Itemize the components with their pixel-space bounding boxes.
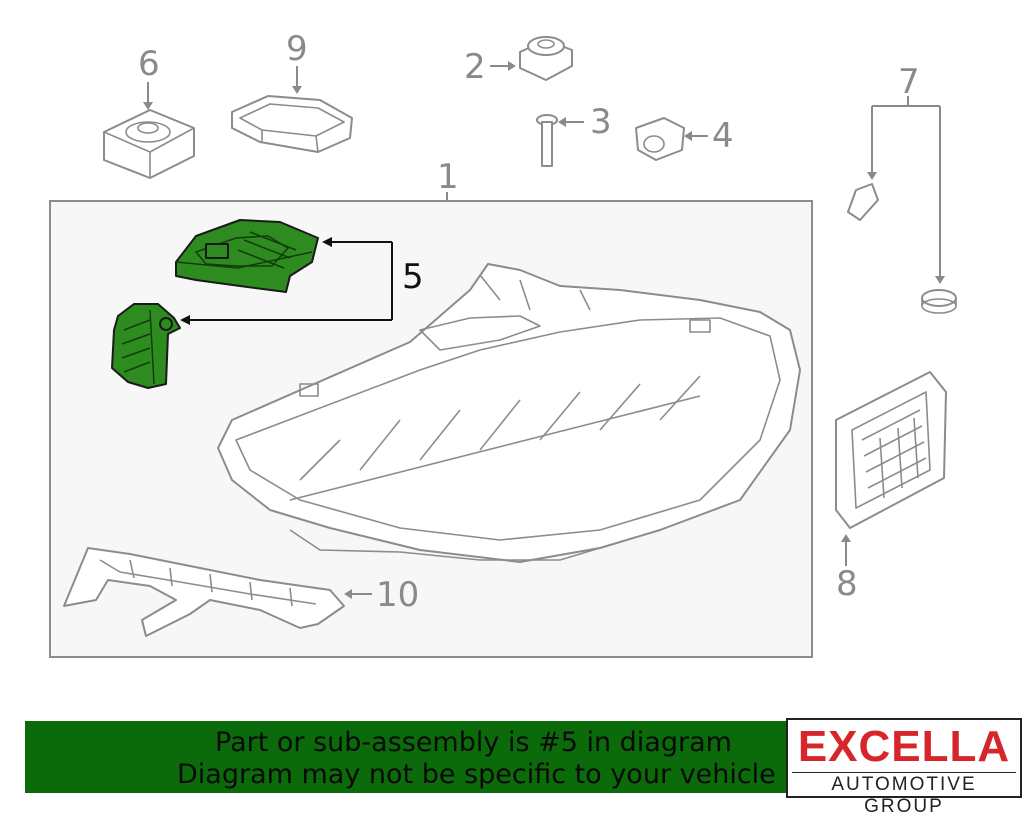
callout-6: 6 <box>138 44 160 84</box>
part-6-fan <box>103 109 195 179</box>
part-10-bracket <box>63 547 345 637</box>
part-5-control-unit <box>175 219 319 293</box>
callout-5: 5 <box>402 257 424 297</box>
callout-8: 8 <box>836 564 858 604</box>
logo-subtitle: AUTOMOTIVE GROUP <box>831 774 977 817</box>
part-8-led-board <box>835 371 947 529</box>
part-3-screw <box>536 114 558 167</box>
logo-divider <box>792 772 1016 773</box>
part-5-driver-module <box>111 303 181 389</box>
part-9-module <box>231 95 353 153</box>
callout-7: 7 <box>898 62 920 102</box>
banner-line-1: Part or sub-assembly is #5 in diagram <box>215 727 732 758</box>
headlamp-housing <box>217 263 801 563</box>
logo-brand: EXCELLA <box>797 722 1011 771</box>
callout-9: 9 <box>286 29 308 69</box>
callout-1: 1 <box>437 157 459 197</box>
callout-3: 3 <box>590 102 612 142</box>
part-7-bulb-seal <box>847 183 957 314</box>
part-4-socket <box>635 117 685 161</box>
brand-logo: EXCELLA AUTOMOTIVE GROUP <box>786 718 1022 817</box>
part-2-actuator <box>519 36 573 81</box>
callout-4: 4 <box>712 116 734 156</box>
parts-diagram: 1 6 9 2 3 4 <box>49 29 957 658</box>
info-banner: Part or sub-assembly is #5 in diagram Di… <box>25 721 805 793</box>
callout-2: 2 <box>464 47 486 87</box>
banner-line-2: Diagram may not be specific to your vehi… <box>177 759 776 790</box>
callout-10: 10 <box>376 575 419 615</box>
